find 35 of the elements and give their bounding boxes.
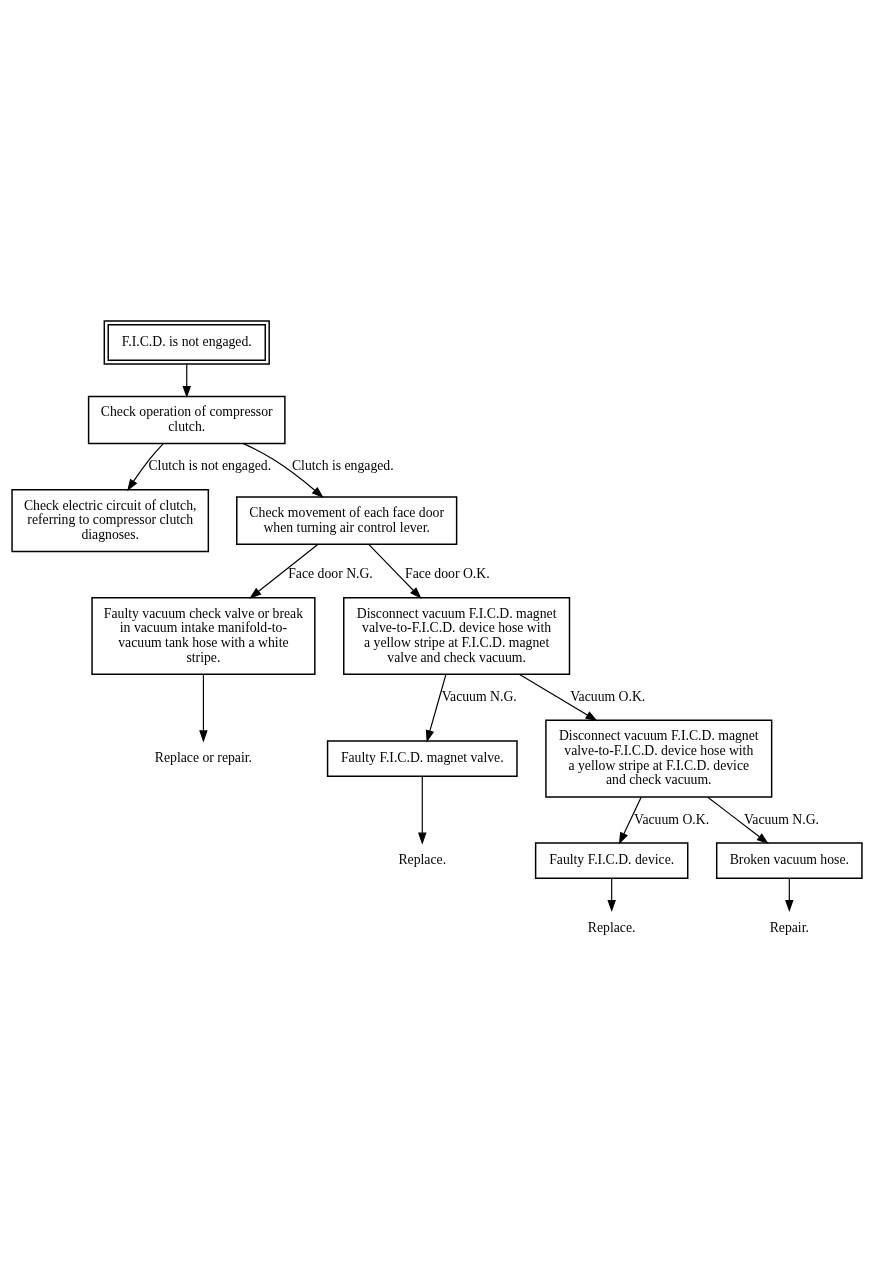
edge-label: Face door N.G. (288, 566, 373, 582)
arrow (249, 543, 319, 599)
arrow (707, 796, 769, 844)
edge-label: Face door O.K. (405, 566, 490, 582)
edge-label: Vacuum O.K. (634, 811, 710, 827)
node-box: Disconnect vacuum F.I.C.D. magnet valve-to-F.I.C.D. device hose with a yellow stripe at F.I.C.D. device and check vacuum. (545, 719, 773, 798)
arrow (243, 443, 324, 499)
node-box: Broken vacuum hose. (715, 842, 863, 880)
arrow (785, 878, 794, 913)
edge-label: Vacuum N.G. (441, 688, 517, 704)
arrow (607, 878, 616, 913)
node-text: Replace or repair. (154, 750, 252, 766)
arrow (127, 443, 164, 492)
node-box: Disconnect vacuum F.I.C.D. magnet valve-to-F.I.C.D. device hose with a yellow stripe at F.I.C.D. magnet valve and check vacuum. (343, 596, 571, 675)
arrow (199, 673, 208, 743)
node-text: Replace. (398, 852, 447, 868)
arrow (368, 543, 422, 599)
edge-label: Vacuum O.K. (570, 688, 646, 704)
node-box: Faulty F.I.C.D. magnet valve. (326, 740, 518, 778)
node-box: F.I.C.D. is not engaged. (103, 320, 270, 365)
node-box: Check movement of each face door when turning air control lever. (236, 496, 458, 545)
node-box: Faulty vacuum check valve or break in vacuum intake manifold-to-vacuum tank hose with a white stripe. (91, 596, 316, 675)
node-box: Check operation of compressor clutch. (87, 395, 286, 445)
arrow (182, 363, 191, 399)
node-text: Replace. (587, 920, 636, 936)
node-box: Faulty F.I.C.D. device. (534, 842, 689, 880)
node-text: Repair. (769, 920, 809, 936)
edge-label: Clutch is engaged. (291, 458, 394, 474)
edge-label: Vacuum N.G. (743, 811, 819, 827)
arrow (425, 673, 447, 743)
arrow (418, 776, 427, 845)
arrow (518, 673, 598, 722)
edge-label: Clutch is not engaged. (148, 458, 272, 474)
arrow (618, 796, 642, 845)
node-box: Check electric circuit of clutch, referring to compressor clutch diagnoses. (11, 489, 210, 553)
